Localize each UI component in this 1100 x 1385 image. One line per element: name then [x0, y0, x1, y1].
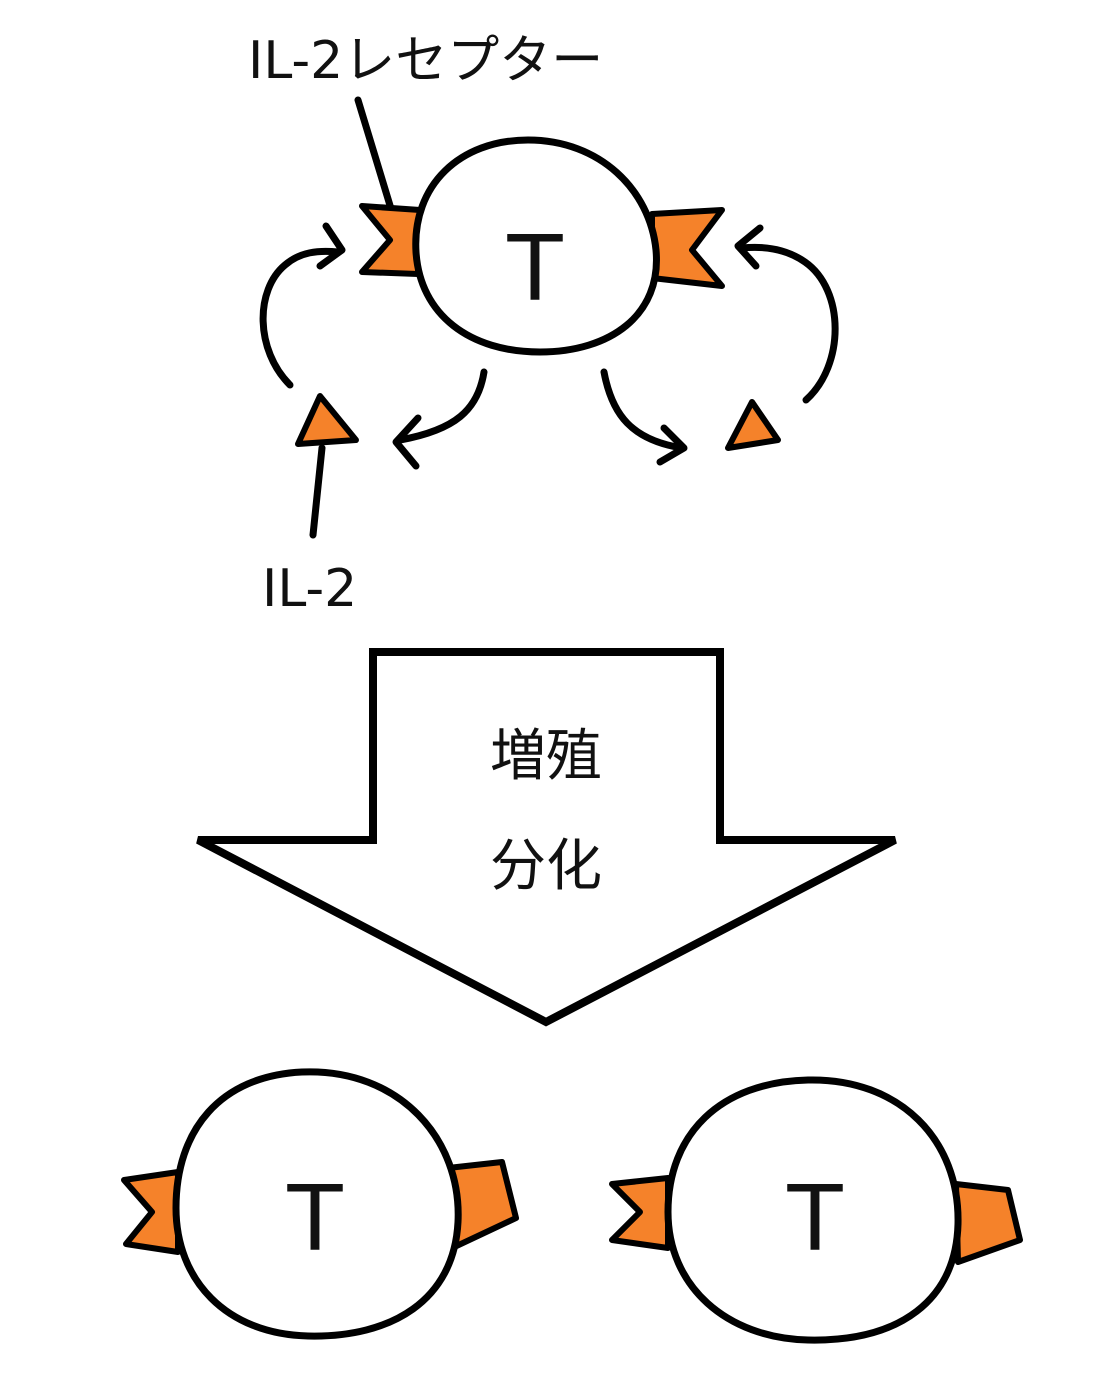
left-loop-arrowhead — [320, 226, 342, 266]
receptor-left-shape — [362, 206, 420, 274]
receptor-label: IL-2レセプター — [248, 31, 603, 91]
bottom-right-t-cell: T — [612, 1080, 1020, 1340]
process-label-line1: 増殖 — [490, 724, 602, 789]
receptor-pointer-line — [358, 100, 392, 212]
right-loop-arrow — [742, 247, 835, 400]
ligand-label: IL-2 — [262, 559, 357, 619]
left-loop-arrow — [263, 251, 338, 385]
bottom-right-cell-letter: T — [787, 1167, 844, 1272]
receptor-right-shape — [652, 210, 722, 286]
ligand-pointer-line — [313, 448, 322, 535]
bottom-left-cell-letter: T — [287, 1167, 344, 1272]
bottom-right-receptor-right — [956, 1184, 1020, 1262]
bottom-left-receptor-left — [124, 1172, 178, 1252]
il2-triangle-right — [728, 402, 778, 448]
bottom-left-t-cell: T — [124, 1072, 516, 1336]
top-cell-letter: T — [507, 217, 564, 322]
secretion-left-arrow — [400, 372, 484, 440]
bottom-right-receptor-left — [612, 1178, 668, 1248]
process-label-line2: 分化 — [490, 834, 602, 899]
il2-triangle-left — [298, 396, 356, 444]
top-t-cell: T — [362, 140, 722, 352]
